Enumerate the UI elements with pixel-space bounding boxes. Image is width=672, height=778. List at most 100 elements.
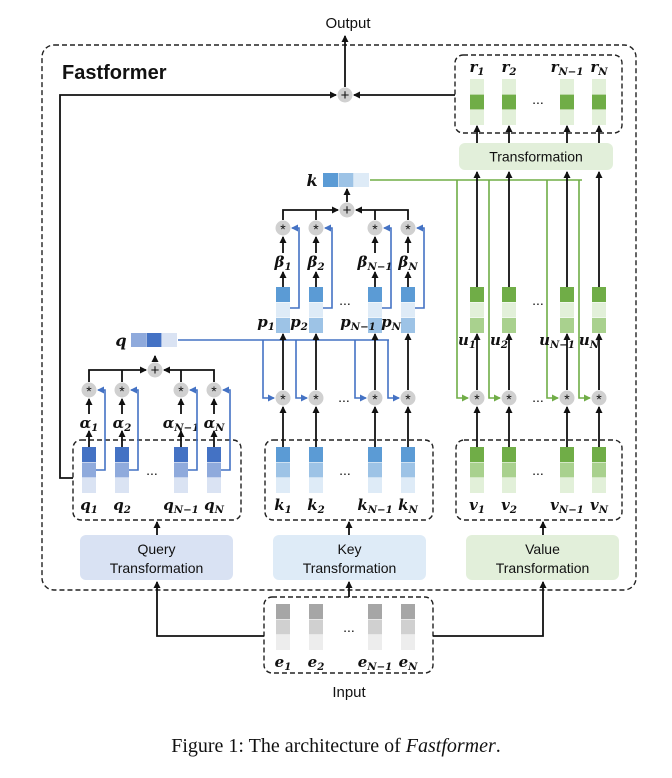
p-vector-1: [276, 287, 290, 333]
query-vector-3: [174, 447, 188, 493]
vector-cell: [276, 478, 290, 493]
value-vector-4: [592, 447, 606, 493]
vector-cell: [470, 287, 484, 302]
vector-cell: [309, 302, 323, 318]
vector-cell: [207, 447, 221, 462]
query-feedback: [188, 386, 198, 471]
mul-op-v4: [591, 390, 607, 406]
caption-emph: Fastformer: [405, 735, 496, 757]
label-k-3: kN−1: [357, 496, 392, 516]
vector-cell: [401, 447, 415, 462]
ellipsis: ...: [339, 292, 351, 308]
ksum-left: [282, 206, 339, 220]
query-box: [72, 439, 242, 521]
mul-op-p1-symbol: *: [280, 221, 286, 237]
add-op-q: [147, 362, 163, 378]
vector-cell: [592, 318, 606, 333]
query-vector-2: [115, 447, 129, 493]
vector-cell: [368, 318, 382, 333]
vector-cell: [502, 287, 516, 302]
vector-cell: [560, 79, 574, 94]
key-feedback: [290, 224, 300, 309]
vector-cell: [146, 333, 162, 347]
label-alpha-4: αN: [204, 414, 226, 434]
label-beta-2: β2: [306, 253, 324, 273]
label-e-2: e2: [308, 653, 325, 673]
label-p-3: pN−1: [340, 313, 375, 333]
vector-cell: [470, 94, 484, 110]
vector-cell: [592, 79, 606, 94]
label-v-1: v1: [469, 496, 485, 516]
value-transformation-label: Transformation: [496, 560, 590, 576]
vector-cell: [368, 619, 382, 635]
global-key-vector: [323, 173, 369, 187]
vector-cell: [368, 478, 382, 493]
label-u-4: uN: [579, 331, 600, 351]
ksum-right: [355, 206, 409, 220]
vector-cell: [368, 604, 382, 619]
label-p-2: p2: [290, 313, 308, 333]
vector-cell: [276, 604, 290, 619]
vector-cell: [470, 462, 484, 478]
vector-cell: [368, 447, 382, 462]
vector-cell: [401, 287, 415, 302]
query-to-key-mul: [262, 340, 275, 402]
mul-op-k1: [275, 390, 291, 406]
vector-cell: [309, 287, 323, 302]
ellipsis: ...: [532, 462, 544, 478]
p-vector-2: [309, 287, 323, 333]
value-transformation: [466, 535, 619, 580]
key-feedback: [323, 224, 333, 309]
mul-op-q4: [206, 382, 222, 398]
label-beta-1: β1: [273, 253, 291, 273]
mul-op-k2: [308, 390, 324, 406]
mul-op-p3-symbol: *: [372, 221, 378, 237]
vector-cell: [502, 462, 516, 478]
vector-cell: [470, 478, 484, 493]
value-vector-3: [560, 447, 574, 493]
vector-cell: [502, 79, 516, 94]
value-vector-1: [470, 447, 484, 493]
query-transformation-label: Query: [137, 541, 175, 557]
label-r-1: r1: [470, 58, 485, 78]
fastformer-outer-box: [41, 44, 637, 591]
vector-cell: [502, 318, 516, 333]
key-to-value-mul: [546, 180, 559, 402]
vector-cell: [207, 462, 221, 478]
mul-op-k1-symbol: *: [280, 391, 286, 407]
label-beta-4: βN: [397, 253, 418, 273]
vector-cell: [276, 462, 290, 478]
vector-cell: [276, 635, 290, 650]
figure-caption: Figure 1: The architecture of Fastformer…: [0, 735, 672, 758]
query-feedback: [221, 386, 231, 471]
label-u-1: u1: [458, 331, 476, 351]
vector-cell: [592, 110, 606, 125]
vector-cell: [82, 447, 96, 462]
vector-cell: [560, 447, 574, 462]
fastformer-title: Fastformer: [62, 62, 167, 84]
vector-cell: [470, 79, 484, 94]
label-k-1: k1: [274, 496, 292, 516]
vector-cell: [82, 478, 96, 493]
query-transformation: [80, 535, 233, 580]
vector-cell: [401, 635, 415, 650]
vector-cell: [560, 478, 574, 493]
query-feedback: [129, 386, 139, 471]
label-p-1: p1: [257, 313, 275, 333]
vector-cell: [162, 333, 177, 347]
vector-cell: [207, 478, 221, 493]
vector-cell: [401, 302, 415, 318]
mul-op-p4: [400, 220, 416, 236]
vector-cell: [592, 287, 606, 302]
mul-op-k2-symbol: *: [313, 391, 319, 407]
mul-op-v3-symbol: *: [564, 391, 570, 407]
output-r-box: [454, 54, 623, 134]
vector-cell: [338, 173, 354, 187]
add-op-output: [337, 87, 353, 103]
ellipsis: ...: [532, 91, 544, 107]
r-vector-1: [470, 79, 484, 125]
mul-op-v3: [559, 390, 575, 406]
ellipsis: ...: [532, 389, 544, 405]
global-query-vector: [131, 333, 177, 347]
